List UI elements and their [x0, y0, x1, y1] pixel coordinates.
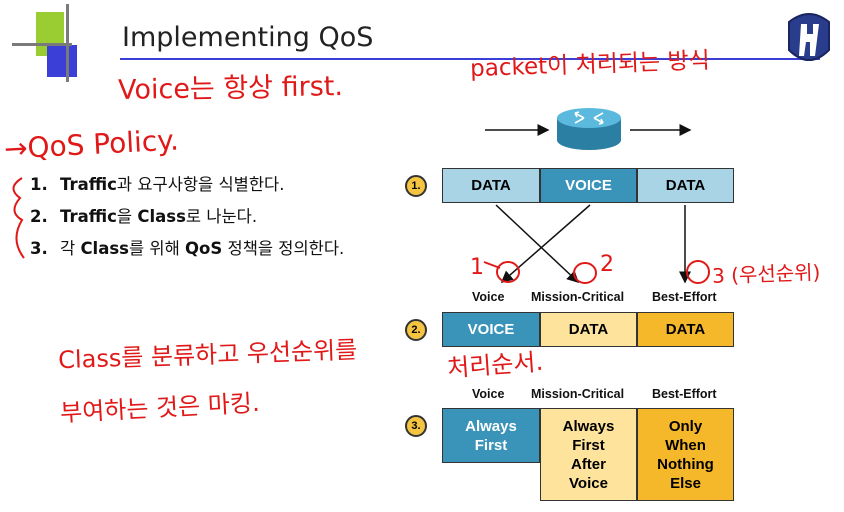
class-header-mission-critical: Mission-Critical: [531, 290, 625, 304]
handwritten-note-class-marking: 부여하는 것은 마킹.: [59, 388, 261, 428]
title-decoration-square-blue: [47, 45, 77, 77]
packet-voice-cell: VOICE: [540, 168, 637, 203]
title-decoration-line-h: [12, 43, 72, 46]
packet-data-cell: DATA: [442, 168, 540, 203]
class-best-effort-cell: DATA: [637, 312, 734, 347]
class-mission-critical-cell: DATA: [540, 312, 637, 347]
class-header-voice: Voice: [472, 290, 505, 304]
step-badge-3: 3.: [405, 415, 427, 437]
bullet-item: 1. Traffic과 요구사항을 식별한다.: [30, 175, 285, 194]
handwritten-note-class-marking: Class를 분류하고 우선순위를: [57, 335, 358, 375]
step-badge-2: 2.: [405, 319, 427, 341]
policy-mission-critical-cell: Always First After Voice: [540, 408, 637, 501]
slide-title: Implementing QoS: [122, 22, 374, 53]
class-header-voice: Voice: [472, 387, 505, 401]
logo-icon: [788, 13, 830, 61]
title-underline: [120, 58, 820, 60]
policy-best-effort-cell: Only When Nothing Else: [637, 408, 734, 501]
handwritten-note-voice-first: Voice는 항상 first.: [117, 71, 344, 106]
bullet-item: 3. 각 Class를 위해 QoS 정책을 정의한다.: [30, 239, 345, 258]
classification-arrows: [495, 204, 691, 284]
handwritten-number: 1: [470, 255, 484, 280]
class-header-best-effort: Best-Effort: [652, 387, 717, 401]
class-voice-cell: VOICE: [442, 312, 540, 347]
handwritten-note-priority: 3 (우선순위): [711, 260, 821, 288]
bullet-item: 2. Traffic을 Class로 나눈다.: [30, 207, 258, 226]
handwritten-note-qos-policy: →QoS Policy.: [3, 123, 180, 166]
bullet-list: 1. Traffic과 요구사항을 식별한다. 2. Traffic을 Clas…: [30, 174, 375, 270]
step-badge-1: 1.: [405, 175, 427, 197]
class-header-mission-critical: Mission-Critical: [531, 387, 625, 401]
handwritten-note-packet-method: packet이 처리되는 방식: [469, 47, 711, 83]
handwritten-note-processing-order: 처리순서.: [446, 347, 544, 383]
class-header-best-effort: Best-Effort: [652, 290, 717, 304]
handwritten-bracket: [12, 177, 25, 259]
policy-voice-cell: Always First: [442, 408, 540, 463]
packet-data-cell: DATA: [637, 168, 734, 203]
router-diagram: [485, 108, 692, 150]
handwritten-number: 2: [600, 252, 614, 277]
